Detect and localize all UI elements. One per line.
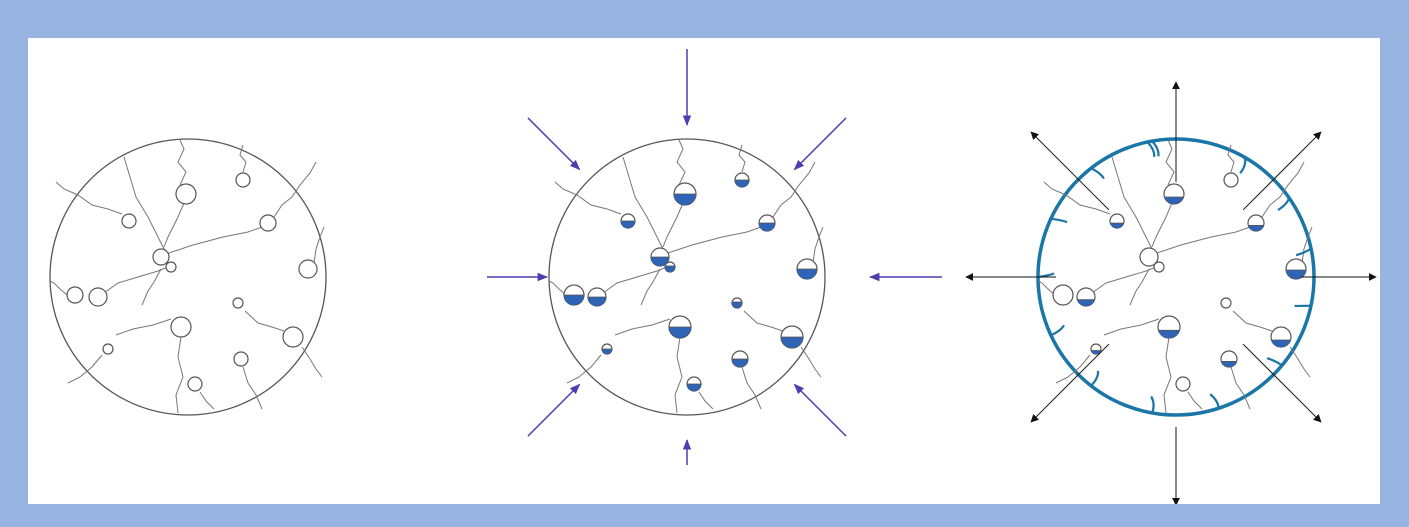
pore	[176, 184, 196, 204]
pore	[166, 262, 176, 272]
dry-sample-group	[50, 139, 326, 415]
pore	[299, 260, 317, 278]
compression-arrow	[528, 384, 580, 436]
pore	[67, 287, 83, 303]
pore	[283, 327, 303, 347]
frozen-sample-group	[966, 82, 1376, 504]
pore	[103, 344, 113, 354]
pore	[1053, 285, 1073, 305]
pore	[234, 352, 248, 366]
pore	[1221, 298, 1231, 308]
pore	[1154, 262, 1164, 272]
crack-line	[1290, 347, 1310, 377]
pore	[188, 377, 202, 391]
crack-line	[302, 347, 322, 377]
pore	[153, 249, 169, 265]
pore	[260, 215, 276, 231]
pore	[236, 173, 250, 187]
figure-panel	[28, 38, 1380, 504]
pore	[233, 298, 243, 308]
compression-arrow	[794, 118, 846, 170]
specimen-outline	[549, 139, 825, 415]
compression-arrow	[794, 384, 846, 436]
pore	[89, 288, 107, 306]
pore-freeze-diagram	[28, 38, 1380, 504]
saturated-sample-group	[487, 49, 942, 465]
pore	[122, 214, 136, 228]
pore	[1176, 377, 1190, 391]
compression-arrow	[528, 118, 580, 170]
crack-line	[801, 347, 821, 377]
pore	[1224, 173, 1238, 187]
specimen-outline	[50, 139, 326, 415]
pore	[171, 317, 191, 337]
